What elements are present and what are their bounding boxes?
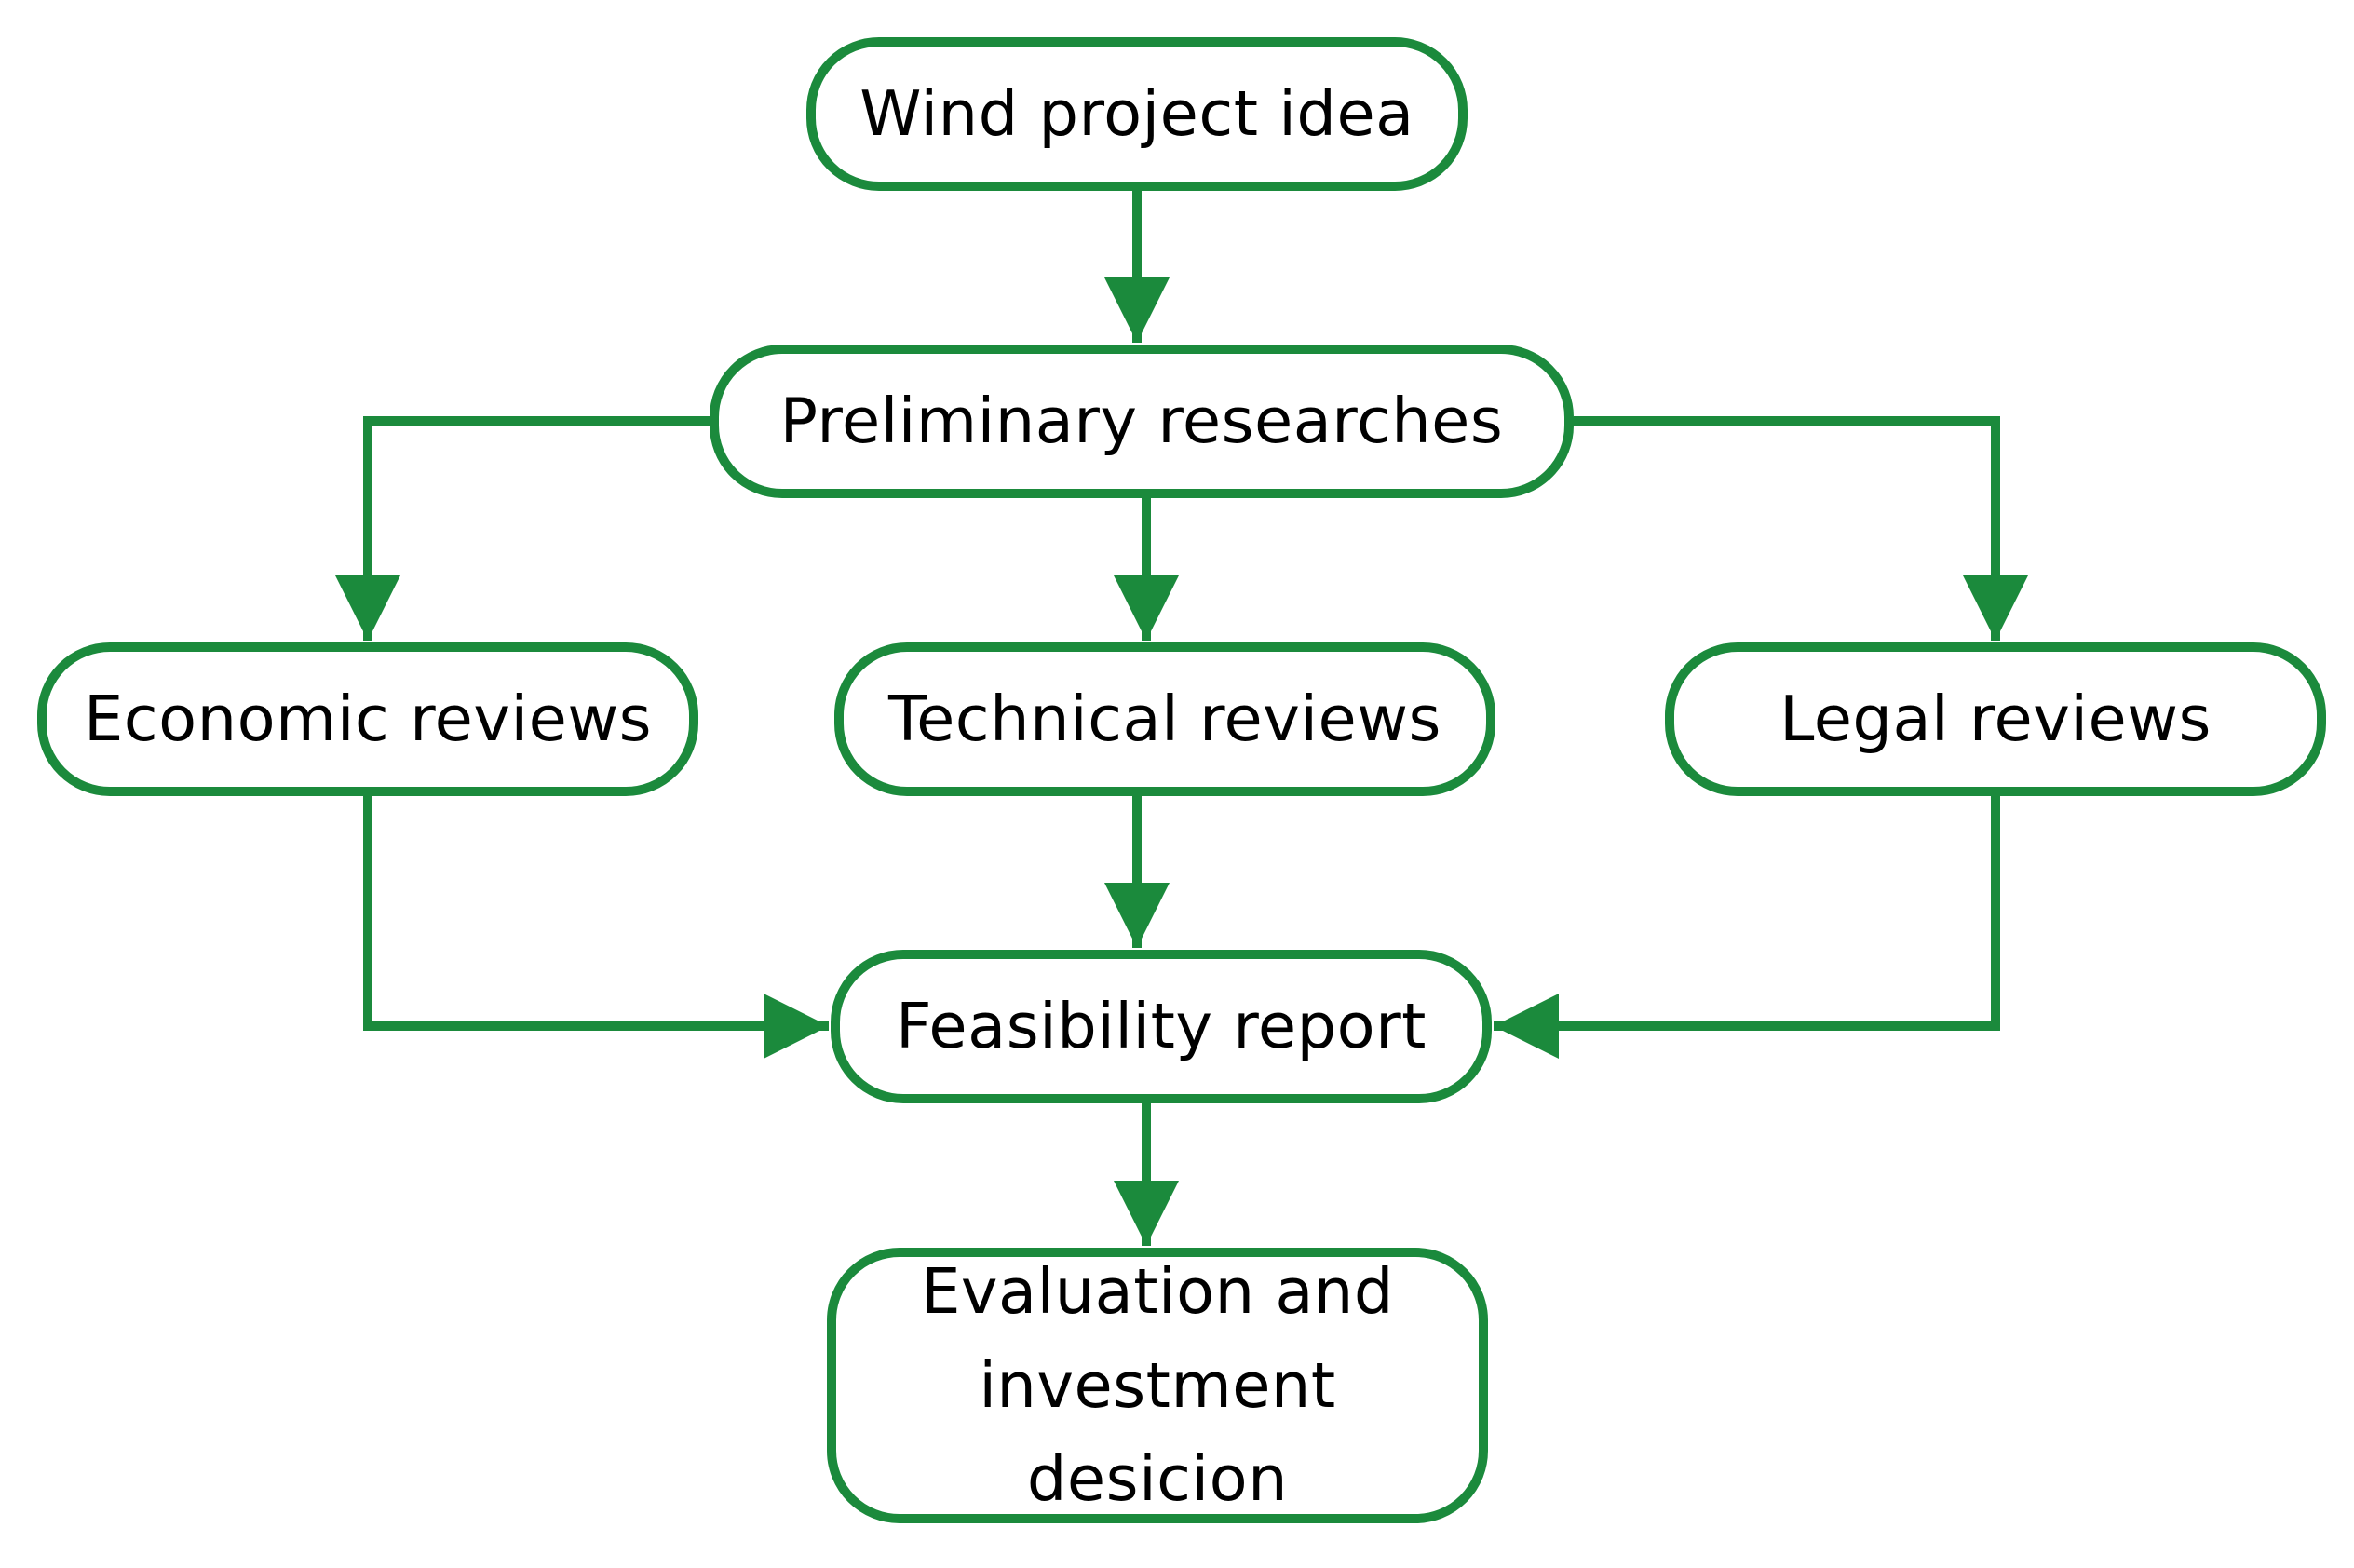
node-label: Technical reviews xyxy=(888,682,1441,755)
node-label-line-3: desicion xyxy=(1026,1442,1289,1516)
node-preliminary-researches: Preliminary researches xyxy=(710,345,1574,498)
edge-preliminary-to-legal xyxy=(1574,416,2028,641)
node-evaluation-investment-decision: Evaluation and investment desicion xyxy=(827,1248,1488,1523)
node-label: Feasibility report xyxy=(896,989,1427,1062)
node-technical-reviews: Technical reviews xyxy=(834,642,1495,796)
node-wind-project-idea: Wind project idea xyxy=(806,37,1468,191)
node-legal-reviews: Legal reviews xyxy=(1665,642,2326,796)
node-label: Legal reviews xyxy=(1779,682,2212,755)
edge-legal-to-feasibility xyxy=(1494,796,2000,1059)
node-label-group: Evaluation and investment desicion xyxy=(921,1245,1394,1526)
node-feasibility-report: Feasibility report xyxy=(831,950,1492,1103)
node-label: Preliminary researches xyxy=(779,384,1504,457)
node-economic-reviews: Economic reviews xyxy=(37,642,698,796)
node-label: Economic reviews xyxy=(83,682,653,755)
node-label-line-2: investment xyxy=(979,1348,1336,1422)
edge-economic-to-feasibility xyxy=(363,796,829,1059)
node-label: Wind project idea xyxy=(859,76,1414,150)
node-label-line-1: Evaluation and xyxy=(921,1255,1394,1329)
edge-preliminary-to-economic xyxy=(335,416,710,641)
